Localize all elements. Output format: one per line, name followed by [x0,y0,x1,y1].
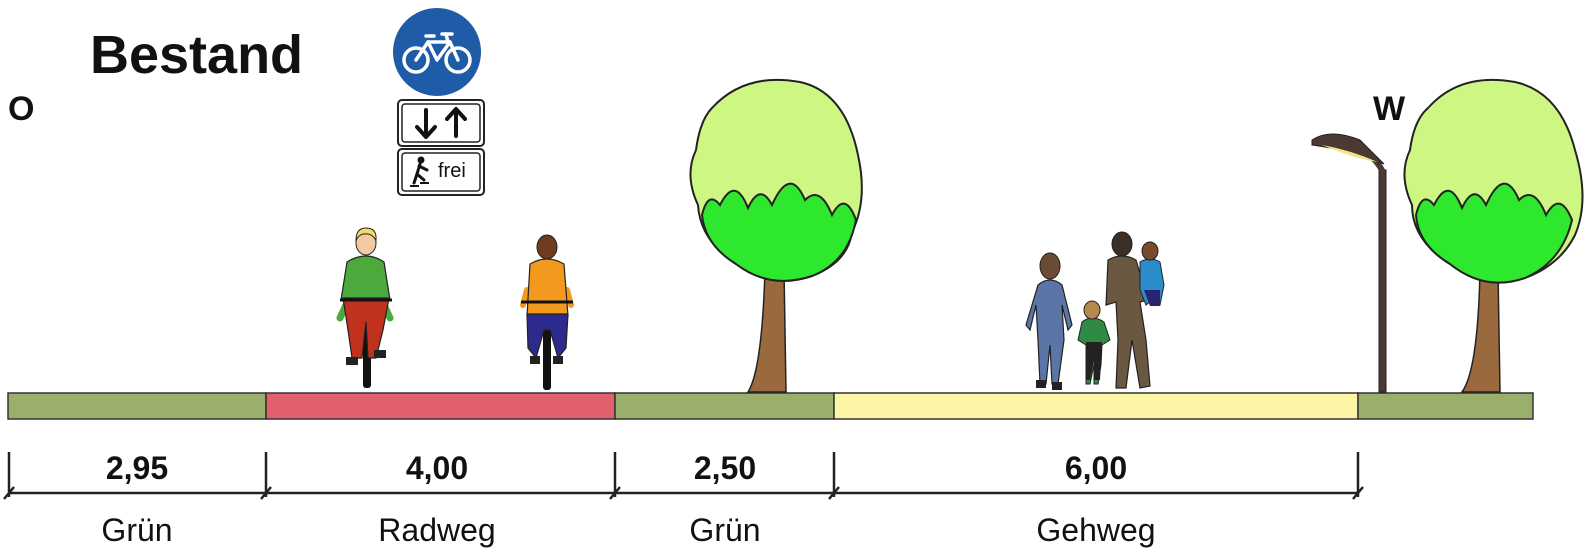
segment-width-gruen-2: 2,50 [693,450,757,486]
strip-gehweg [833,392,1359,420]
cyclist-figure [520,234,574,390]
dimension-line [3,452,1364,500]
direction-left-label: O [8,90,35,128]
segment-width-gruen-1: 2,95 [105,450,169,486]
segment-width-radweg: 4,00 [405,450,469,486]
segment-width-gehweg: 6,00 [1064,450,1128,486]
segment-label-gruen-1: Grün [101,512,173,548]
bicycle-sign-icon [391,6,483,98]
inline-skater-sign-icon: frei [397,148,485,196]
tree-icon [1403,78,1584,393]
frei-label: frei [438,160,466,182]
segment-label-gehweg: Gehweg [1036,512,1156,548]
two-way-arrows-sign-icon [397,99,485,147]
page-title: Bestand [90,25,304,85]
pedestrian-family-icon [1025,231,1165,390]
strip-gruen-2 [614,392,835,420]
segment-label-gruen-2: Grün [689,512,761,548]
strip-gruen-3 [1357,392,1534,420]
strip-radweg [265,392,616,420]
tree-icon [689,78,863,393]
strip-gruen-1 [7,392,267,420]
cyclist-figure [336,227,394,388]
segment-label-radweg: Radweg [378,512,496,548]
street-lamp-icon [1311,133,1387,393]
direction-right-label: W [1373,90,1406,128]
